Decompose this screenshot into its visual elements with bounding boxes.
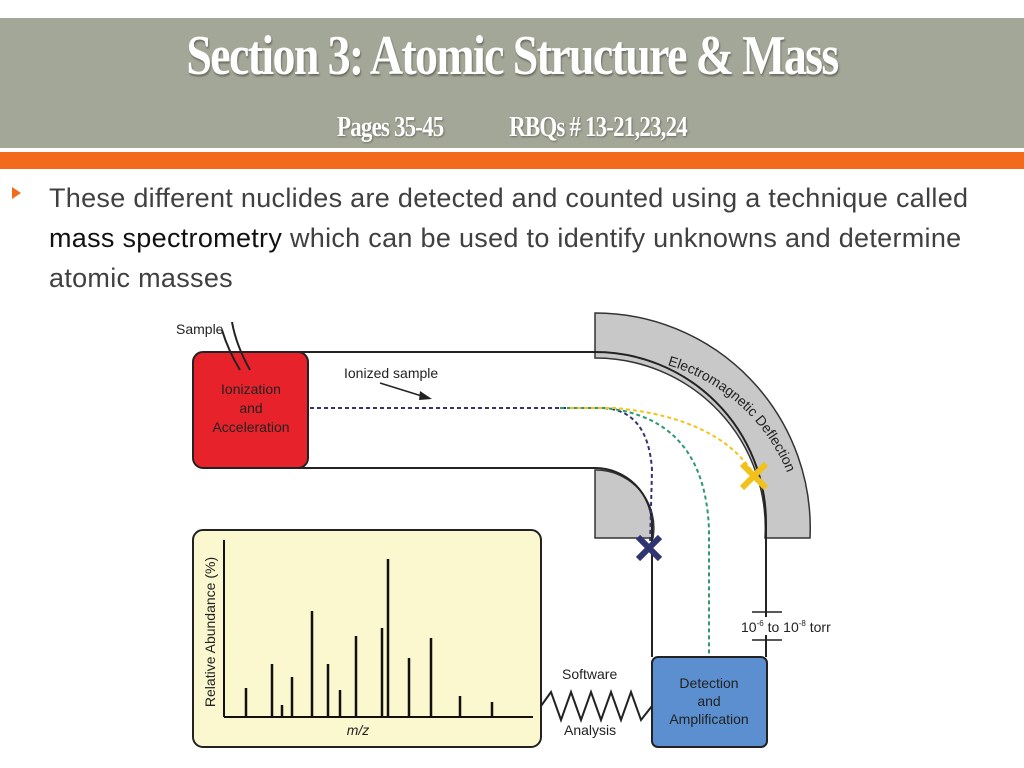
spectrum-peaks: [244, 559, 494, 717]
detection-line-1: Detection: [679, 675, 738, 691]
ionized-sample-arrow: [379, 382, 426, 398]
ionized-sample-label: Ionized sample: [344, 365, 438, 381]
software-analysis-connector: [540, 689, 653, 723]
deflection-magnet: [594, 312, 811, 539]
software-label: Software: [562, 666, 617, 682]
spectrum-panel: [192, 529, 542, 748]
slide-subtitle: Pages 35-45 RBQs # 13-21,23,24: [92, 112, 932, 144]
detection-line-3: Amplification: [669, 711, 748, 727]
flight-tube-outer-wall: [250, 351, 767, 657]
yellow-impact-x-icon: [739, 461, 769, 491]
slide-title: Section 3: Atomic Structure & Mass: [186, 25, 839, 87]
navy-impact-x-icon: [635, 534, 663, 562]
sample-callout-pointer: [221, 321, 251, 371]
mass-spectrometry-term: mass spectrometry: [49, 223, 283, 253]
ionized-sample-arrowhead-icon: [419, 391, 432, 400]
bullet-text-after: which can be used to identify unknowns a…: [49, 223, 962, 293]
pressure-label: 10-6 to 10-8 torr: [741, 619, 831, 635]
accent-bar: [0, 152, 1024, 169]
detection-box: [651, 656, 768, 748]
detection-line-2: and: [697, 693, 720, 709]
pressure-label-bg: [738, 617, 830, 635]
ion-path-green: [560, 407, 710, 657]
analysis-label: Analysis: [564, 722, 616, 738]
ionization-line-2: and: [239, 400, 262, 416]
spectrum-ylabel: Relative Abundance (%): [202, 557, 218, 707]
ionization-line-1: Ionization: [221, 381, 281, 397]
title-banner: [0, 18, 1024, 148]
bullet-arrow-icon: [12, 187, 21, 199]
spectrum-xlabel: m/z: [347, 722, 370, 738]
sample-label: Sample: [176, 321, 224, 337]
deflection-magnet-inner: [594, 469, 655, 539]
ionization-line-3: Acceleration: [212, 419, 289, 435]
bullet-text: These different nuclides are detected an…: [49, 178, 1009, 298]
pages-label: Pages 35-45: [337, 112, 444, 143]
ion-path-yellow: [570, 407, 756, 477]
rbqs-label: RBQs # 13-21,23,24: [509, 112, 688, 143]
bullet-text-before: These different nuclides are detected an…: [49, 183, 969, 213]
ionization-box: [192, 351, 309, 469]
